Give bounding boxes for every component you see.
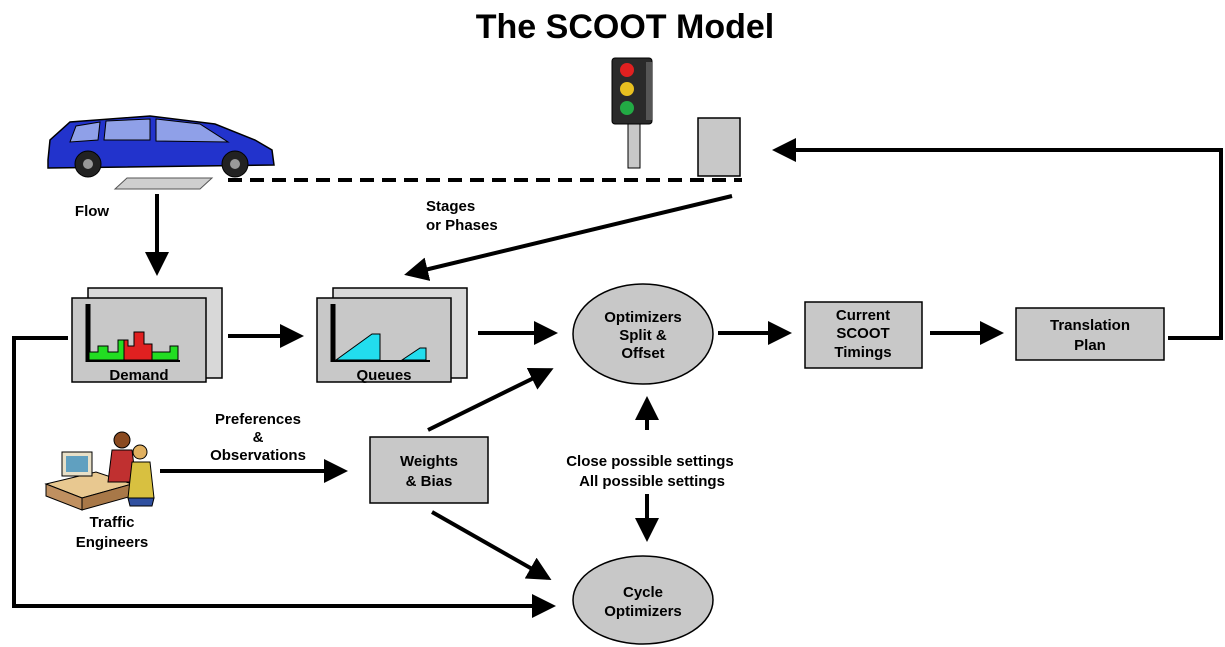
optimizers-circle: Optimizers Split & Offset xyxy=(572,283,714,385)
traffic-engineers-icon xyxy=(44,431,155,511)
demand-box: Demand xyxy=(71,287,223,384)
optimizers-label-line1: Optimizers xyxy=(604,309,682,326)
queues-box: Queues xyxy=(316,287,468,384)
stages-label-line1: Stages xyxy=(426,198,475,215)
queues-label: Queues xyxy=(356,367,411,384)
optimizers-label-line3: Offset xyxy=(621,345,664,362)
plan-feedback-arrow xyxy=(772,138,1223,340)
close-settings-label: Close possible settings xyxy=(566,453,734,470)
engineers-label-line2: Engineers xyxy=(76,534,149,551)
cycle-optimizers-circle: Cycle Optimizers xyxy=(572,555,714,645)
weights-to-optimizers-arrow xyxy=(427,368,554,432)
weights-label-line1: Weights xyxy=(400,453,458,470)
preferences-label-line3: Observations xyxy=(210,447,306,464)
all-settings-label: All possible settings xyxy=(579,473,725,490)
diagram-title: The SCOOT Model xyxy=(476,8,774,46)
weights-bias-box: Weights & Bias xyxy=(369,436,489,504)
cycle-label-line1: Cycle xyxy=(623,584,663,601)
current-timings-box: Current SCOOT Timings xyxy=(804,301,923,369)
demand-to-cycle-arrow xyxy=(12,336,556,618)
flow-label: Flow xyxy=(75,203,109,220)
preferences-label-line2: & xyxy=(253,429,264,446)
current-label-line3: Timings xyxy=(834,344,891,361)
traffic-light-icon xyxy=(611,57,653,169)
controller-cabinet-icon xyxy=(697,117,741,177)
weights-label-line2: & Bias xyxy=(406,473,453,490)
cycle-label-line2: Optimizers xyxy=(604,603,682,620)
preferences-label-line1: Preferences xyxy=(215,411,301,428)
car-icon xyxy=(47,115,275,178)
translation-label-line1: Translation xyxy=(1050,317,1130,334)
current-label-line2: SCOOT xyxy=(836,325,889,342)
stages-arrow xyxy=(404,194,733,281)
current-label-line1: Current xyxy=(836,307,890,324)
demand-label: Demand xyxy=(109,367,168,384)
translation-plan-box: Translation Plan xyxy=(1015,307,1165,361)
weights-to-cycle-arrow xyxy=(431,510,552,580)
stages-label-line2: or Phases xyxy=(426,217,498,234)
optimizers-label-line2: Split & xyxy=(619,327,667,344)
engineers-label-line1: Traffic xyxy=(89,514,134,531)
detector-loop-icon xyxy=(113,177,214,190)
translation-label-line2: Plan xyxy=(1074,337,1106,354)
